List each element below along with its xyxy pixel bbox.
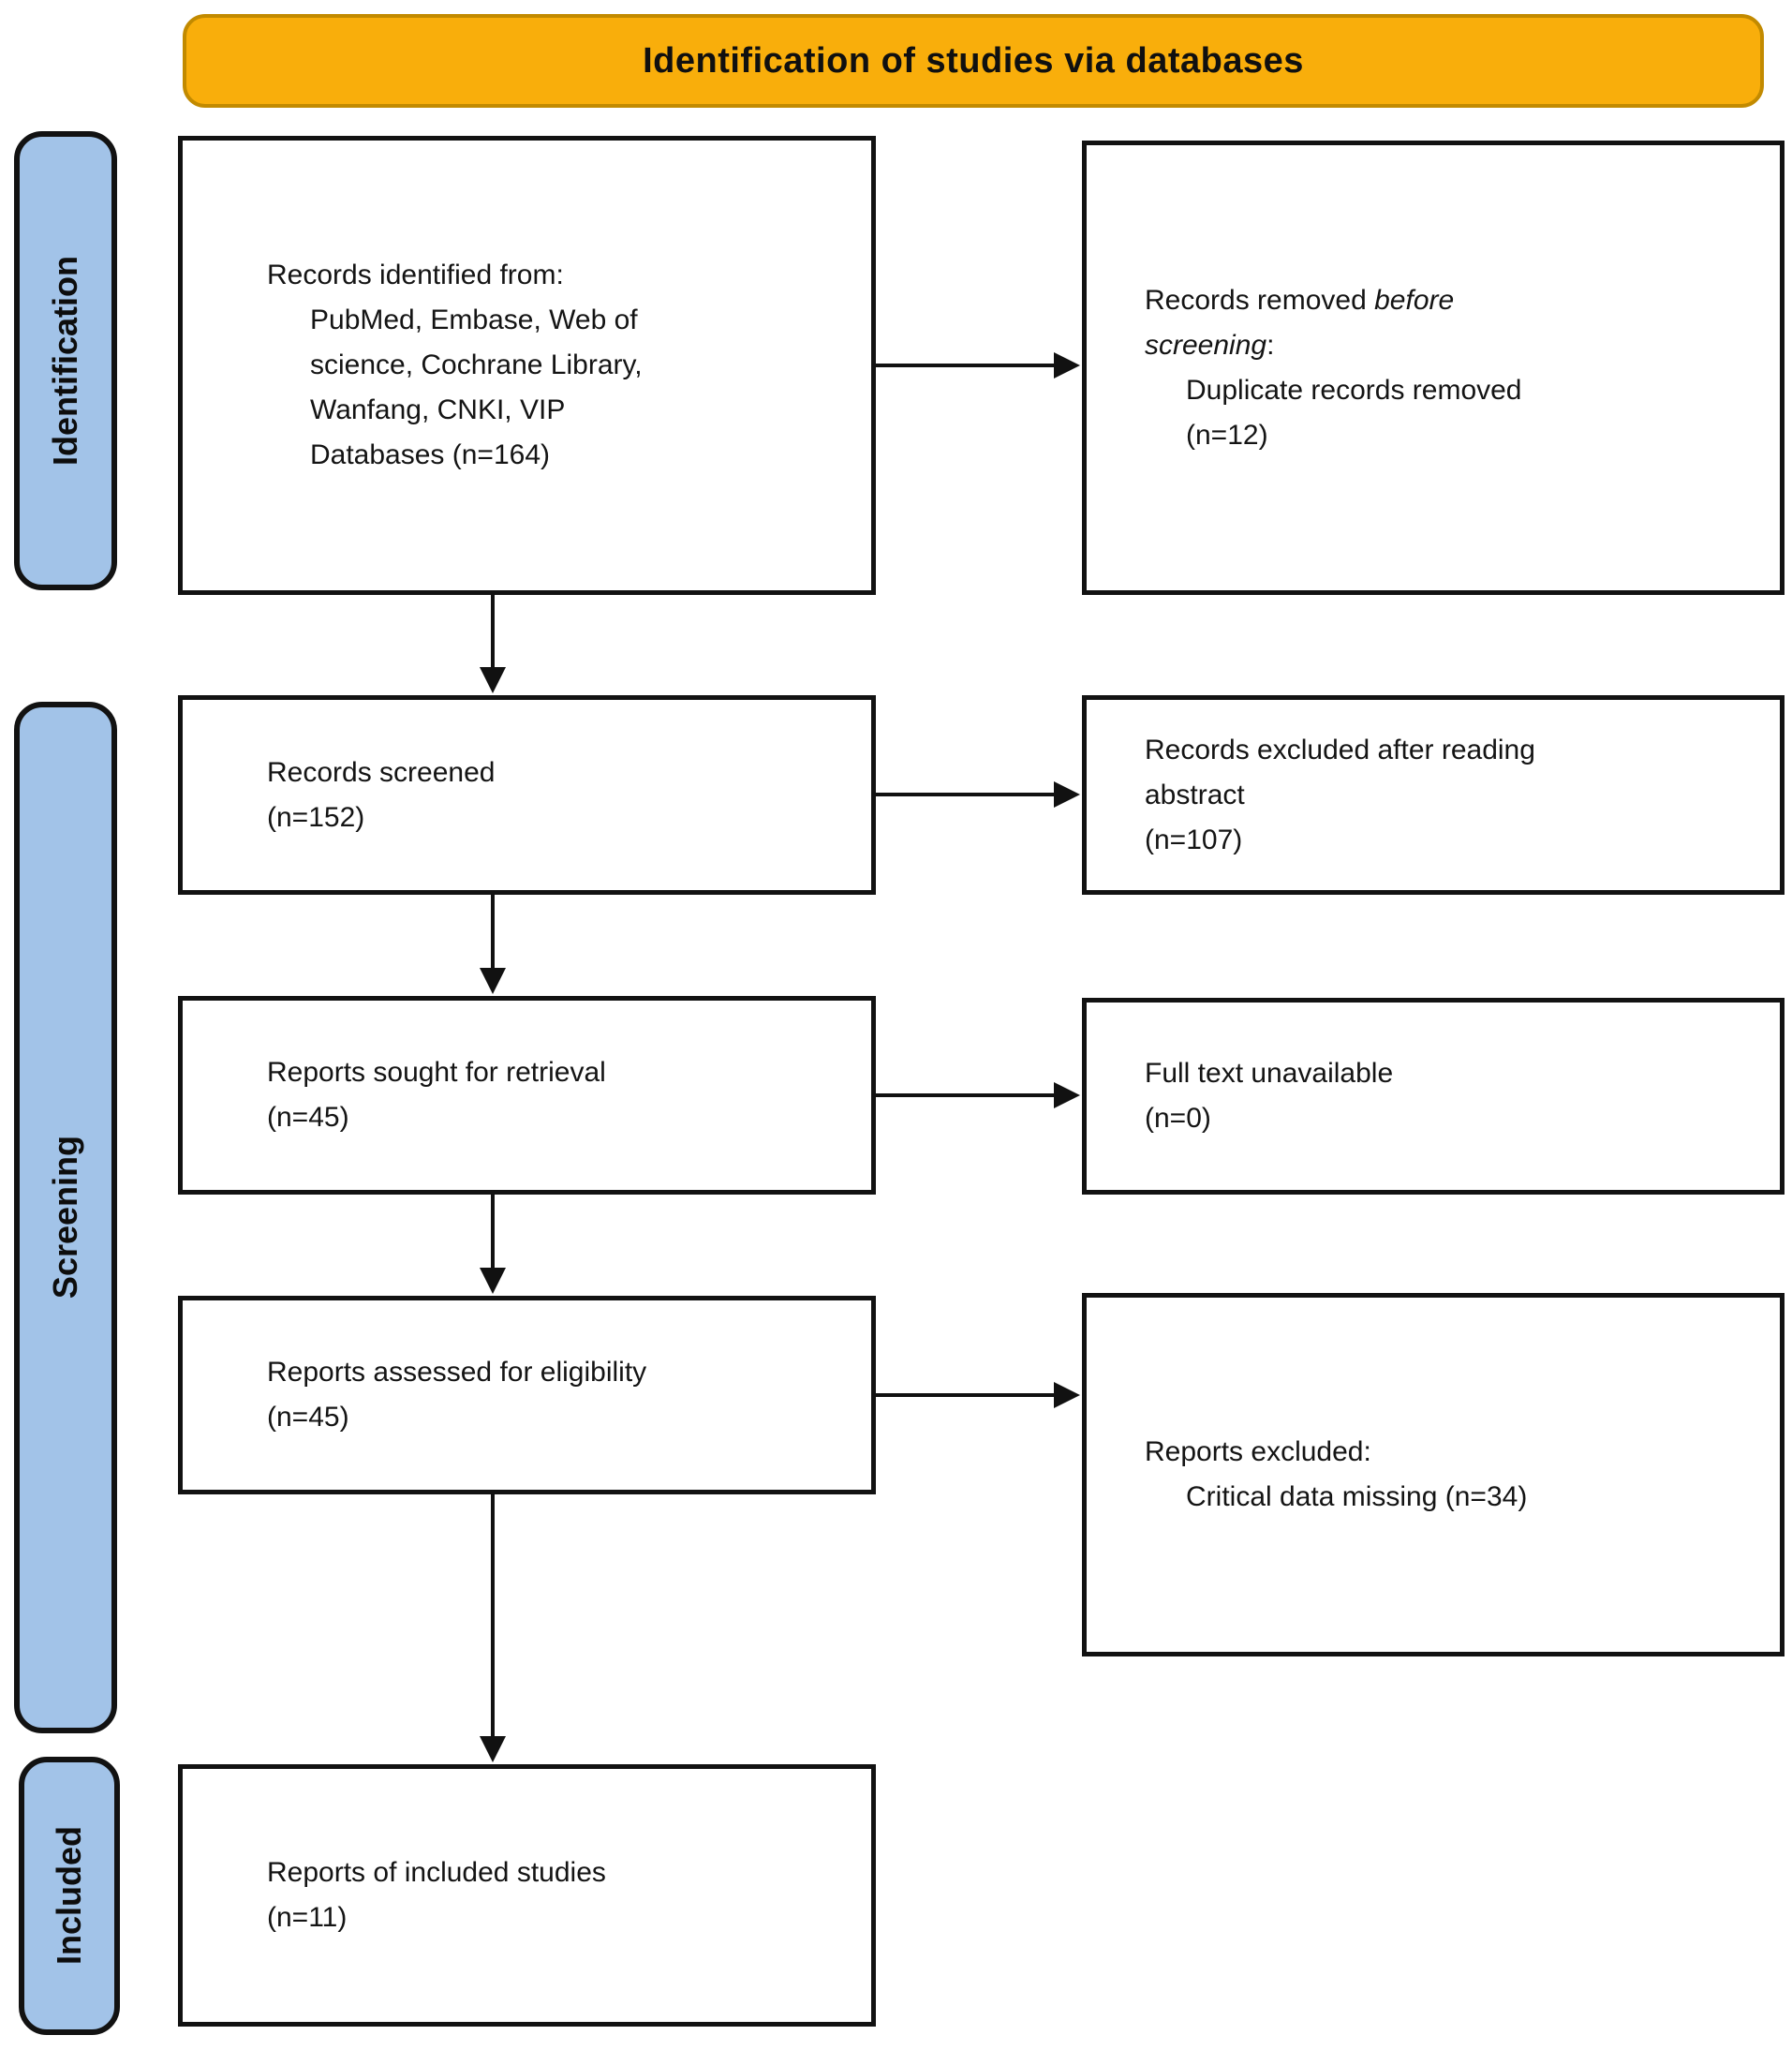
- records-excluded-count: (n=107): [1145, 824, 1243, 855]
- arrow-head-down-icon: [480, 667, 506, 693]
- stage-included-label: Included: [50, 1826, 88, 1966]
- stage-screening-label: Screening: [46, 1136, 84, 1300]
- title-banner-label: Identification of studies via databases: [643, 40, 1304, 81]
- box-records-excluded-abstract: Records excluded after reading abstract …: [1082, 695, 1785, 895]
- stage-screening: Screening: [14, 702, 117, 1733]
- stage-identification: Identification: [14, 131, 117, 590]
- records-excluded-label-line1: Records excluded after reading: [1145, 734, 1535, 765]
- reports-sought-count: (n=45): [267, 1102, 349, 1133]
- reports-included-count: (n=11): [267, 1902, 348, 1933]
- stage-included: Included: [19, 1757, 120, 2035]
- box-records-screened: Records screened (n=152): [178, 695, 876, 895]
- records-identified-source-line: science, Cochrane Library,: [310, 349, 643, 380]
- records-screened-label: Records screened: [267, 756, 496, 788]
- reports-included-label: Reports of included studies: [267, 1857, 606, 1888]
- records-screened-count: (n=152): [267, 801, 365, 833]
- box-reports-sought: Reports sought for retrieval (n=45): [178, 996, 876, 1195]
- records-identified-source-line: Wanfang, CNKI, VIP: [310, 394, 566, 425]
- reports-sought-label: Reports sought for retrieval: [267, 1057, 606, 1088]
- box-reports-included: Reports of included studies (n=11): [178, 1764, 876, 2027]
- arrow-head-down-icon: [480, 1268, 506, 1294]
- arrow-head-right-icon: [1054, 1082, 1080, 1108]
- stage-identification-label: Identification: [46, 256, 84, 466]
- duplicates-removed-label: Duplicate records removed: [1186, 374, 1522, 406]
- box-reports-excluded: Reports excluded: Critical data missing …: [1082, 1293, 1785, 1656]
- records-identified-heading: Records identified from:: [267, 260, 564, 290]
- arrow-head-right-icon: [1054, 781, 1080, 808]
- reports-excluded-reason: Critical data missing (n=34): [1186, 1481, 1528, 1512]
- arrow-head-down-icon: [480, 1736, 506, 1762]
- box-full-text-unavailable: Full text unavailable (n=0): [1082, 998, 1785, 1195]
- duplicates-removed-count: (n=12): [1186, 419, 1268, 451]
- full-text-unavailable-count: (n=0): [1145, 1103, 1211, 1134]
- title-banner: Identification of studies via databases: [183, 14, 1764, 108]
- reports-assessed-label: Reports assessed for eligibility: [267, 1357, 647, 1388]
- reports-excluded-heading: Reports excluded:: [1145, 1436, 1371, 1467]
- arrow-head-right-icon: [1054, 1382, 1080, 1408]
- records-removed-heading-line2: screening:: [1145, 329, 1275, 361]
- box-records-identified: Records identified from: PubMed, Embase,…: [178, 136, 876, 595]
- records-removed-heading-line1: Records removed before: [1145, 284, 1455, 316]
- box-reports-assessed: Reports assessed for eligibility (n=45): [178, 1296, 876, 1494]
- box-records-removed: Records removed before screening: Duplic…: [1082, 141, 1785, 595]
- arrow-head-down-icon: [480, 968, 506, 994]
- arrow-head-right-icon: [1054, 352, 1080, 379]
- records-identified-count: Databases (n=164): [310, 439, 550, 470]
- records-identified-source-line: PubMed, Embase, Web of: [310, 305, 638, 335]
- reports-assessed-count: (n=45): [267, 1402, 349, 1433]
- records-excluded-label-line2: abstract: [1145, 779, 1245, 810]
- full-text-unavailable-label: Full text unavailable: [1145, 1058, 1394, 1089]
